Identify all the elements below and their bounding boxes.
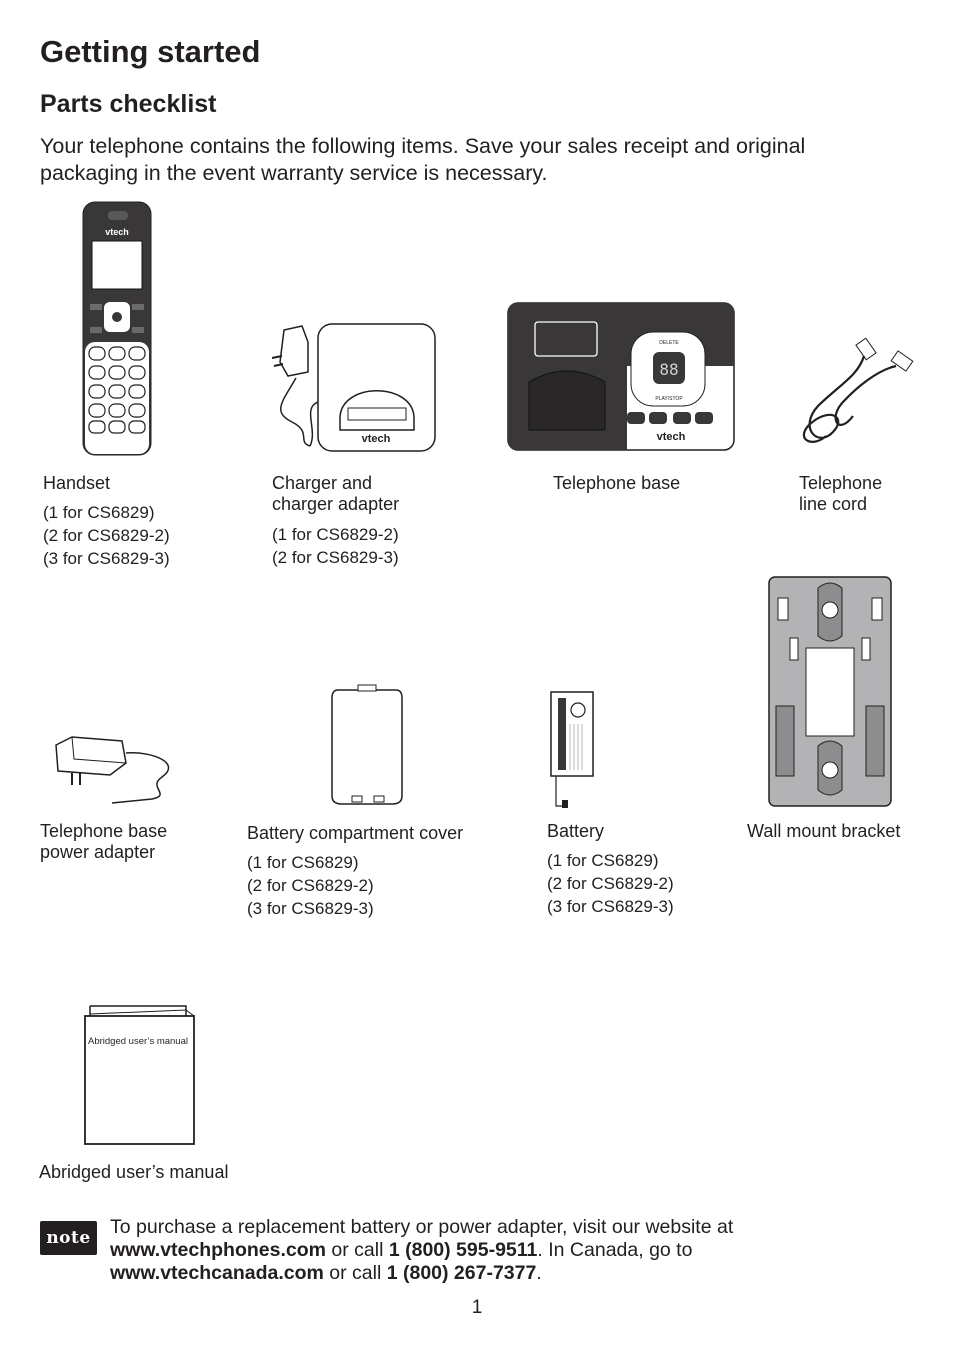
page-number: 1	[471, 1297, 483, 1318]
handset-brand: vtech	[105, 227, 129, 237]
detail-line: (2 for CS6829-2)	[547, 874, 674, 893]
caption-line: Telephone base	[40, 821, 168, 841]
power-adapter-image	[55, 736, 170, 804]
note-sentence: or call	[323, 1262, 387, 1284]
detail-line: (1 for CS6829)	[247, 853, 359, 872]
item-details-battery: (1 for CS6829) (2 for CS6829-2) (3 for C…	[547, 849, 674, 918]
item-caption-handset: Handset	[43, 473, 111, 493]
handset-image: vtech	[82, 201, 152, 456]
base-play-label: PLAY/STOP	[655, 396, 683, 402]
detail-line: (3 for CS6829-3)	[43, 549, 170, 568]
section-title: Parts checklist	[40, 90, 217, 118]
detail-line: (1 for CS6829)	[547, 851, 659, 870]
telephone-base-image: 88 DELETE PLAY/STOP vtech	[507, 302, 735, 451]
charger-image: vtech	[271, 323, 436, 452]
caption-line: charger adapter	[272, 494, 400, 514]
item-caption-line-cord: Telephone line cord	[799, 473, 882, 515]
caption-line: Telephone	[799, 473, 883, 493]
item-caption-power-adapter: Telephone base power adapter	[40, 821, 167, 863]
base-display: 88	[659, 360, 678, 379]
item-details-handset: (1 for CS6829) (2 for CS6829-2) (3 for C…	[43, 501, 170, 570]
item-caption-telephone-base: Telephone base	[553, 473, 681, 493]
item-caption-battery-cover: Battery compartment cover	[247, 823, 464, 843]
caption-line: Charger and	[272, 473, 373, 493]
detail-line: (3 for CS6829-3)	[247, 899, 374, 918]
wall-mount-image	[768, 576, 892, 807]
item-caption-charger: Charger and charger adapter	[272, 473, 399, 515]
item-caption-battery: Battery	[547, 821, 605, 841]
charger-brand: vtech	[362, 433, 391, 445]
caption-line: line cord	[799, 494, 868, 514]
battery-cover-image	[331, 684, 403, 805]
note-text: To purchase a replacement battery or pow…	[110, 1216, 910, 1285]
item-details-battery-cover: (1 for CS6829) (2 for CS6829-2) (3 for C…	[247, 851, 374, 920]
us-phone-number: 1 (800) 595-9511	[388, 1239, 538, 1261]
caption-line: power adapter	[40, 842, 156, 862]
note-sentence: . In Canada, go to	[537, 1239, 693, 1261]
detail-line: (2 for CS6829-2)	[43, 526, 170, 545]
canada-phone-number: 1 (800) 267-7377	[386, 1262, 537, 1284]
manual-cover-label: Abridged user’s manual	[88, 1036, 188, 1047]
item-caption-manual: Abridged user’s manual	[39, 1162, 229, 1182]
line-cord-image	[802, 337, 914, 443]
detail-line: (1 for CS6829-2)	[272, 525, 399, 544]
battery-image	[550, 691, 594, 808]
manual-image	[84, 1005, 195, 1145]
intro-text: Your telephone contains the following it…	[40, 134, 806, 185]
base-delete-label: DELETE	[659, 340, 679, 346]
base-brand: vtech	[657, 431, 686, 443]
detail-line: (2 for CS6829-2)	[247, 876, 374, 895]
vtechphones-link[interactable]: www.vtechphones.com	[110, 1239, 326, 1261]
note-sentence: or call	[326, 1239, 389, 1261]
note-badge: note	[40, 1221, 97, 1255]
detail-line: (2 for CS6829-3)	[272, 548, 399, 567]
detail-line: (3 for CS6829-3)	[547, 897, 674, 916]
item-caption-wall-mount: Wall mount bracket	[747, 821, 901, 841]
detail-line: (1 for CS6829)	[43, 503, 155, 522]
vtechcanada-link[interactable]: www.vtechcanada.com	[110, 1262, 324, 1284]
note-sentence: .	[536, 1262, 542, 1284]
item-details-charger: (1 for CS6829-2) (2 for CS6829-3)	[272, 523, 399, 569]
note-sentence: To purchase a replacement battery or pow…	[110, 1216, 734, 1238]
page-title: Getting started	[40, 34, 261, 69]
